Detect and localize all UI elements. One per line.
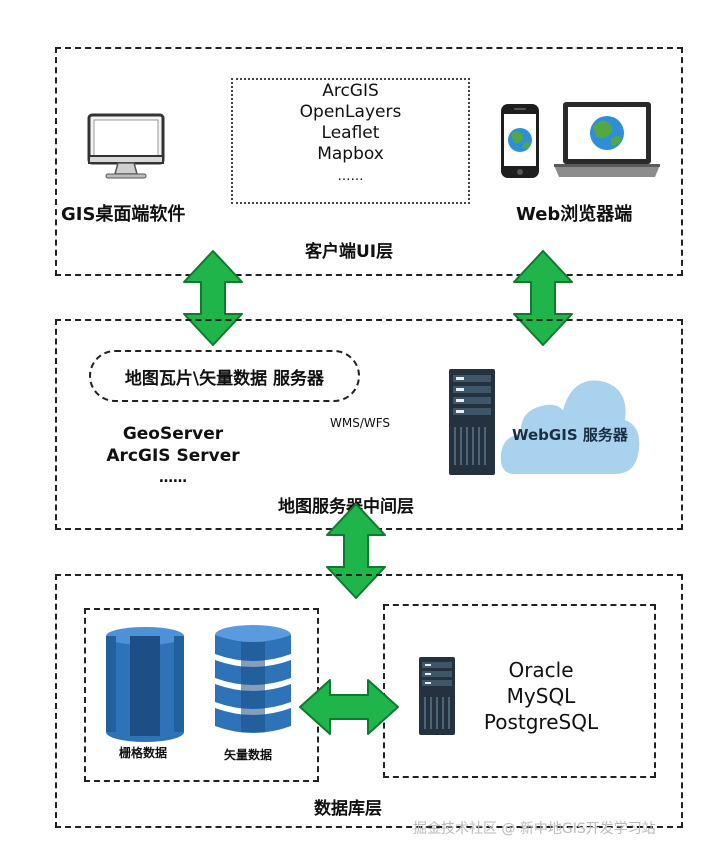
server-name: GeoServer [122,424,224,444]
desktop-software-label: GIS桌面端软件 [61,204,186,225]
database-engine-box [383,604,656,778]
library-name: ArcGIS [322,81,379,101]
globe-icon [590,116,624,150]
library-name: Mapbox [317,144,384,164]
server-name: ArcGIS Server [106,446,240,466]
map-service-pill: 地图瓦片\矢量数据 服务器 [89,350,360,402]
database-cylinder-icon [106,627,184,742]
database-name: MySQL [506,684,576,708]
raster-data-label: 栅格数据 [119,746,168,760]
horizontal-bidirectional-arrow-icon [299,679,399,735]
watermark: 掘金技术社区 @ 新中地GIS开发学习站 [413,821,656,837]
bidirectional-arrow-icon [513,250,573,346]
layered-database-icon [215,625,291,733]
map-service-pill-label: 地图瓦片\矢量数据 服务器 [124,368,325,389]
globe-icon [508,128,532,152]
library-list-box [231,78,470,204]
server-ellipsis: …… [159,470,187,486]
library-ellipsis: …… [337,169,364,184]
bidirectional-arrow-icon [183,250,243,346]
middle-layer-title: 地图服务器中间层 [278,497,414,517]
library-name: OpenLayers [299,102,402,122]
smartphone-icon [501,104,539,178]
data-layer-box [55,574,683,828]
server-rack-icon [419,657,455,735]
cloud-icon [500,380,640,474]
client-layer-title: 客户端UI层 [305,242,394,262]
desktop-monitor-icon [87,113,165,179]
webgis-server-label: WebGIS 服务器 [512,426,628,444]
library-name: Leaflet [321,123,380,143]
data-layer-title: 数据库层 [314,799,382,819]
protocol-label: WMS/WFS [330,416,391,430]
laptop-icon [554,102,660,177]
web-browser-label: Web浏览器端 [516,204,633,225]
database-name: Oracle [508,658,574,682]
database-name: PostgreSQL [483,710,599,734]
vector-data-label: 矢量数据 [224,748,273,762]
client-layer-box [55,47,683,276]
server-rack-icon [449,369,495,475]
